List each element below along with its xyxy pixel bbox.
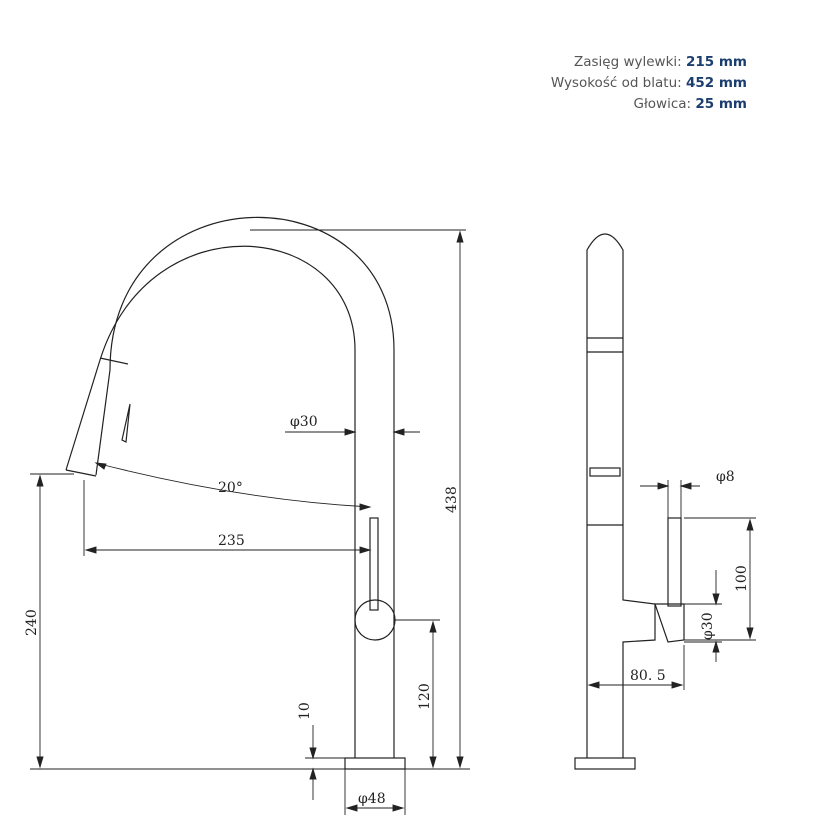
label-d30-top: φ30 [290, 414, 318, 430]
label-d8: φ8 [716, 469, 735, 485]
front-view [30, 216, 470, 770]
label-d30-side: φ30 [700, 612, 716, 640]
label-handle-len: 100 [734, 565, 750, 592]
spec-height: Wysokość od blatu: 452 mm [550, 75, 747, 91]
front-dimensions [30, 229, 466, 815]
label-angle: 20° [218, 480, 243, 496]
label-reach: 235 [218, 533, 245, 549]
label-d48: φ48 [358, 791, 386, 807]
label-base-thickness: 10 [297, 702, 313, 720]
spec-reach: Zasięg wylewki: 215 mm [573, 54, 747, 70]
side-dimensions [587, 480, 756, 690]
label-height-handle: 120 [417, 683, 433, 710]
label-height-spout: 240 [24, 609, 40, 636]
spec-list: Zasięg wylewki: 215 mm Wysokość od blatu… [551, 52, 747, 115]
side-view [574, 233, 685, 770]
spec-cartridge: Głowica: 25 mm [633, 96, 747, 112]
label-height-total: 438 [444, 486, 460, 513]
label-offset: 80. 5 [630, 668, 666, 684]
